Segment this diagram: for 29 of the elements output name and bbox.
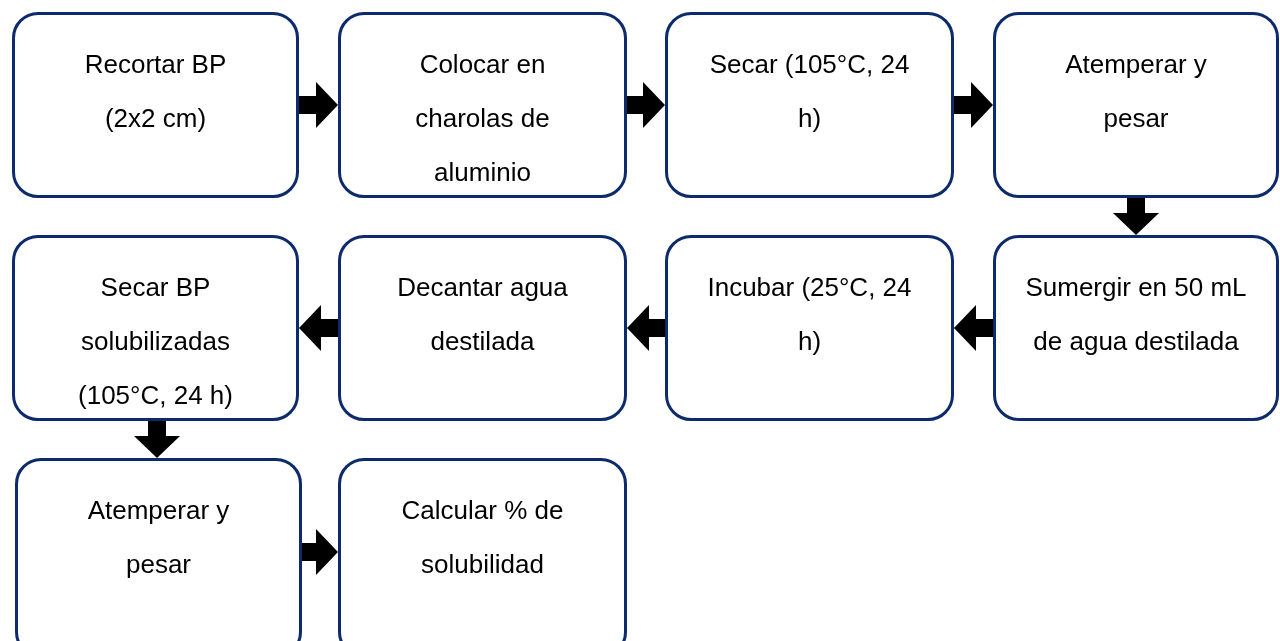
step-text: Sumergir en 50 mL de agua destilada [1024, 271, 1248, 358]
process-box [665, 12, 954, 198]
block-arrow [627, 82, 665, 128]
process-box [338, 458, 627, 641]
block-arrow [299, 82, 338, 128]
process-box [12, 12, 299, 198]
process-box [338, 235, 627, 421]
step-text: Colocar en charolas de aluminio [414, 48, 551, 189]
step-text: Recortar BP (2x2 cm) [83, 48, 228, 135]
process-box [338, 12, 627, 198]
block-arrow [299, 305, 338, 351]
block-arrow [627, 305, 665, 351]
block-arrow [1113, 198, 1159, 235]
process-box [12, 235, 299, 421]
step-text: Decantar agua destilada [396, 271, 569, 358]
step-text: Atemperar y pesar [86, 494, 231, 581]
process-box [15, 458, 302, 641]
block-arrow [954, 305, 993, 351]
process-box [993, 235, 1279, 421]
block-arrow [954, 82, 993, 128]
step-text: Secar (105°C, 24 h) [708, 48, 911, 135]
step-text: Secar BP solubilizadas (105°C, 24 h) [77, 271, 234, 412]
process-box [993, 12, 1279, 198]
process-box [665, 235, 954, 421]
step-text: Incubar (25°C, 24 h) [706, 271, 913, 358]
block-arrow [134, 421, 180, 458]
step-text: Calcular % de solubilidad [400, 494, 565, 581]
block-arrow [302, 529, 338, 575]
step-text: Atemperar y pesar [1064, 48, 1208, 135]
